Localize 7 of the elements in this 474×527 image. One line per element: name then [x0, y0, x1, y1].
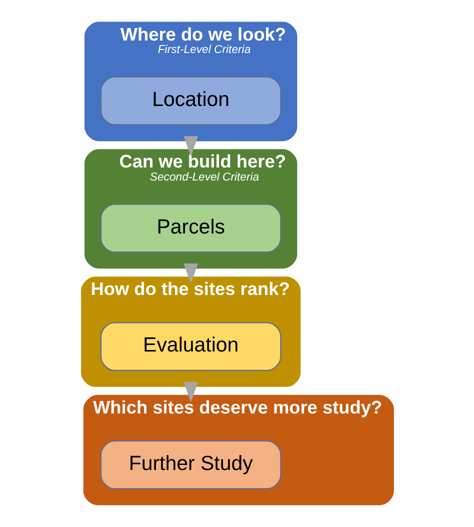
node-box: Parcels — [100, 204, 281, 253]
node-box: Further Study — [100, 440, 281, 490]
arrow — [183, 136, 198, 157]
arrow — [183, 382, 198, 402]
arrow — [183, 264, 198, 284]
node-box: Evaluation — [100, 322, 281, 371]
node-box: Location — [100, 76, 281, 126]
